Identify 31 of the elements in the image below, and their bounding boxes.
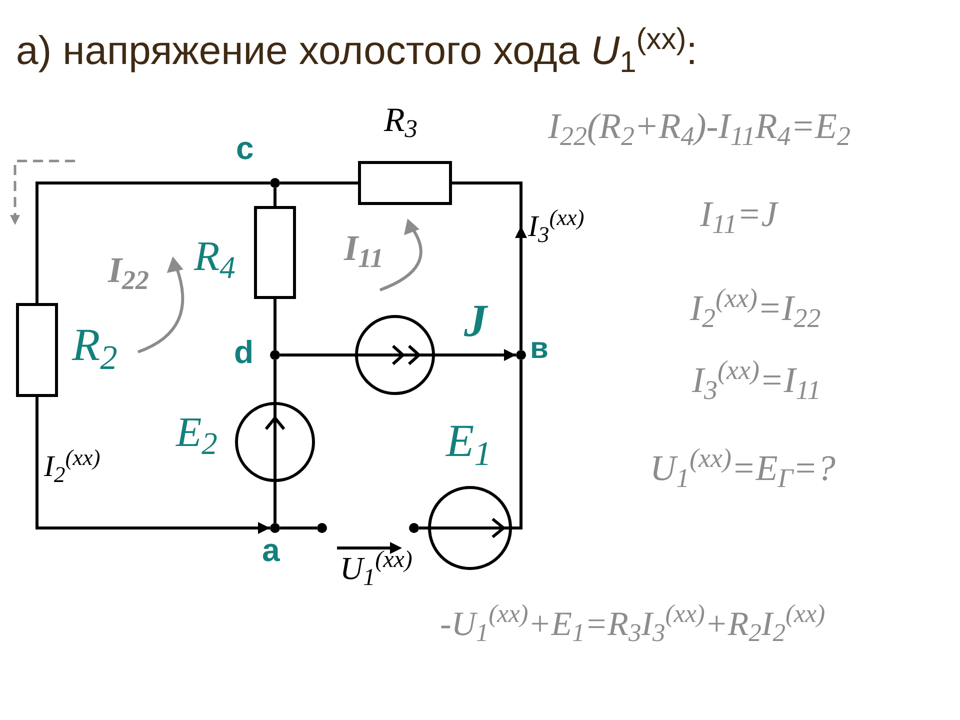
node-letter: d (234, 336, 254, 368)
wire (274, 482, 276, 523)
wire (280, 526, 317, 530)
wire-with-current-arrow (36, 397, 270, 534)
component-label: R$_{4}$ (194, 236, 236, 278)
equation: I$_{11}$=J (700, 196, 778, 232)
equation: I$_{2}$$^{(xx)}$=I$_{22}$ (690, 290, 821, 326)
wire (280, 354, 355, 356)
component-label: J (464, 298, 487, 344)
component-label: R$_{3}$ (384, 104, 418, 138)
loop-current-label: I$_{11}$ (344, 230, 384, 266)
wire (274, 299, 276, 350)
equation: I$_{3}$$^{(xx)}$=I$_{11}$ (692, 362, 821, 398)
wire-with-current-arrow (435, 349, 516, 361)
title: а) напряжение холостого хода U$_{1}$$^{(xx)}$: (16, 26, 698, 76)
wire (512, 360, 522, 530)
wire-with-current-arrow (515, 226, 527, 350)
wire (274, 188, 276, 206)
equation: U$_{1}$$^{(xx)}$=E$_{Г}$=? (650, 450, 836, 486)
component-label: E$_{1}$ (446, 418, 492, 464)
wire (280, 182, 358, 184)
node-letter: c (236, 132, 254, 164)
wire (419, 526, 428, 530)
node-letter: a (262, 534, 280, 566)
loop-current-label: I$_{22}$ (108, 252, 150, 288)
wire (36, 182, 270, 303)
node-letter: в (530, 334, 548, 364)
equation: I$_{22}$(R$_{2}$+R$_{4}$)-I$_{11}$R$_{4}$=E$_{2}$ (548, 108, 851, 144)
wire (274, 360, 276, 402)
component-label: R$_{2}$ (72, 322, 118, 368)
component-label: E$_{2}$ (176, 412, 218, 454)
